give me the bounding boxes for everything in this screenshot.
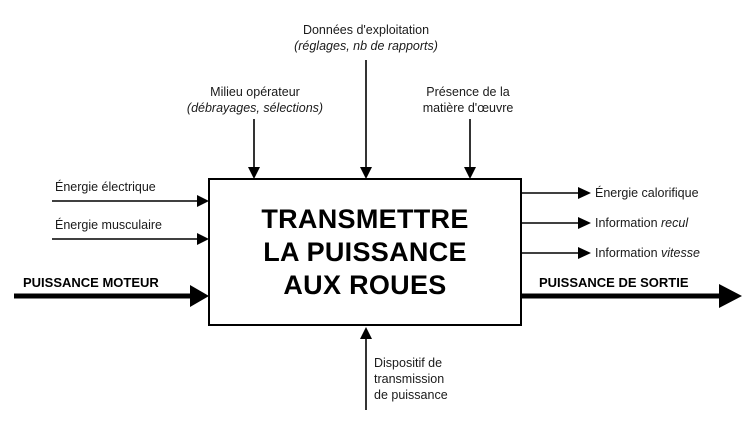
- output-text: Information: [595, 216, 662, 230]
- arrow-information-recul: [522, 217, 591, 229]
- input-label-energie-electrique: Énergie électrique: [55, 180, 156, 194]
- control-label-donnees-exploitation: Données d'exploitation (réglages, nb de …: [294, 22, 438, 54]
- mechanism-label: Dispositif de transmission de puissance: [374, 355, 448, 403]
- arrow-milieu-operateur: [248, 119, 260, 179]
- control-title: Données d'exploitation: [302, 23, 430, 37]
- output-label-information-vitesse: Information vitesse: [595, 245, 700, 261]
- function-title-line: AUX ROUES: [283, 269, 447, 300]
- control-label-milieu-operateur: Milieu opérateur (débrayages, sélections…: [187, 84, 323, 116]
- output-emphasis: vitesse: [661, 246, 700, 260]
- input-label-energie-musculaire: Énergie musculaire: [55, 218, 162, 232]
- input-label-puissance-moteur: PUISSANCE MOTEUR: [23, 275, 159, 290]
- mechanism-line: de puissance: [374, 388, 448, 402]
- output-label-puissance-de-sortie: PUISSANCE DE SORTIE: [539, 275, 689, 290]
- arrow-donnees-exploitation: [360, 60, 372, 179]
- mechanism-line: transmission: [374, 372, 445, 386]
- mechanism-line: Dispositif de: [374, 356, 443, 370]
- output-text: Énergie calorifique: [595, 186, 699, 200]
- control-label-presence-matiere: Présence de la matière d'œuvre: [423, 84, 514, 116]
- output-label-energie-calorifique: Énergie calorifique: [595, 185, 699, 201]
- arrow-energie-electrique: [52, 195, 209, 207]
- control-detail: (débrayages, sélections): [186, 101, 324, 115]
- arrow-puissance-de-sortie: [522, 284, 742, 308]
- output-label-information-recul: Information recul: [595, 215, 688, 231]
- arrow-energie-calorifique: [522, 187, 591, 199]
- control-detail: matière d'œuvre: [422, 101, 514, 115]
- function-title-line: TRANSMETTRE: [261, 203, 469, 234]
- arrow-energie-musculaire: [52, 233, 209, 245]
- control-detail: (réglages, nb de rapports): [294, 39, 438, 53]
- output-emphasis: recul: [661, 216, 689, 230]
- control-title: Présence de la: [426, 85, 510, 99]
- output-text: Information: [595, 246, 662, 260]
- function-box: TRANSMETTRE LA PUISSANCE AUX ROUES: [208, 178, 522, 326]
- control-title: Milieu opérateur: [210, 85, 300, 99]
- arrow-dispositif-transmission: [360, 327, 372, 410]
- function-title-line: LA PUISSANCE: [263, 236, 467, 267]
- arrow-information-vitesse: [522, 247, 591, 259]
- arrow-presence-matiere: [464, 119, 476, 179]
- arrow-puissance-moteur: [14, 285, 209, 307]
